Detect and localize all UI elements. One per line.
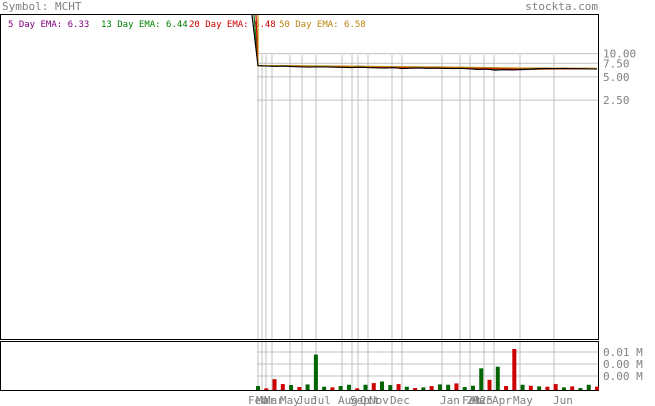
volume-tick-label: 0.00 M xyxy=(603,370,643,383)
x-tick-label: May xyxy=(513,394,533,406)
volume-bar xyxy=(570,386,575,390)
volume-panel-frame xyxy=(0,341,599,391)
x-tick-label: Apr xyxy=(492,394,512,406)
volume-bar xyxy=(396,384,401,390)
volume-bar xyxy=(371,383,376,390)
x-tick-label: Jan 2025 xyxy=(440,394,493,406)
volume-bar xyxy=(404,386,409,390)
legend: 5 Day EMA: 6.33 13 Day EMA: 6.44 20 Day … xyxy=(8,20,366,30)
site-name: stockta.com xyxy=(525,0,598,13)
volume-bar xyxy=(429,386,434,390)
volume-bar xyxy=(446,384,451,390)
x-tick-label: Feb xyxy=(248,394,268,406)
volume-bar xyxy=(586,384,591,390)
x-tick-label: Feb xyxy=(462,394,482,406)
price-tick-label: 7.50 xyxy=(603,57,630,70)
volume-bar xyxy=(305,384,310,390)
volume-tick-label: 0.00 M xyxy=(603,358,643,371)
x-tick-label: Mar xyxy=(472,394,492,406)
volume-bar xyxy=(322,386,327,390)
volume-bar xyxy=(388,385,393,390)
x-tick-label: Mar xyxy=(256,394,276,406)
volume-bar xyxy=(470,385,475,390)
x-tick-label: Jun xyxy=(553,394,573,406)
x-tick-label: Sep xyxy=(350,394,370,406)
volume-bar xyxy=(537,386,542,390)
legend-5day-ema: 5 Day EMA: 6.33 xyxy=(8,20,89,30)
volume-bar xyxy=(289,385,294,390)
volume-bar xyxy=(454,383,459,390)
volume-bar xyxy=(256,386,260,390)
volume-bar xyxy=(280,384,285,390)
price-panel-frame xyxy=(0,14,599,340)
volume-bar xyxy=(512,349,517,390)
price-tick-label: 10.00 xyxy=(603,48,636,61)
volume-bar xyxy=(297,387,302,390)
volume-bar xyxy=(462,387,467,390)
volume-bar xyxy=(272,379,277,390)
legend-50day-ema: 50 Day EMA: 6.58 xyxy=(279,20,366,30)
price-tick-label: 2.50 xyxy=(603,94,630,107)
volume-bar xyxy=(313,354,318,390)
volume-bar xyxy=(595,386,599,390)
volume-bar xyxy=(561,387,566,390)
volume-bar xyxy=(421,387,426,390)
volume-bar xyxy=(487,379,492,390)
x-tick-label: Aug xyxy=(338,394,358,406)
x-tick-label: Nov xyxy=(369,394,389,406)
symbol-label: Symbol: MCHT xyxy=(2,0,82,13)
price-line xyxy=(251,14,598,71)
volume-bar xyxy=(363,384,368,390)
volume-bar xyxy=(355,388,360,390)
grid xyxy=(257,53,598,390)
volume-bar xyxy=(578,388,583,390)
volume-bar xyxy=(504,386,509,390)
x-tick-label: Mar xyxy=(264,394,284,406)
volume-tick-label: 0.01 M xyxy=(603,346,643,359)
volume-bar xyxy=(495,366,500,390)
legend-13day-ema: 13 Day EMA: 6.44 xyxy=(101,20,188,30)
volume-bar xyxy=(264,388,269,390)
x-tick-label: May xyxy=(280,394,300,406)
volume-bar xyxy=(545,386,550,390)
volume-bar xyxy=(380,381,385,390)
legend-20day-ema: 20 Day EMA: 6.48 xyxy=(189,20,276,30)
volume-bar xyxy=(520,384,525,390)
price-tick-label: 5.00 xyxy=(603,71,630,84)
volume-bar xyxy=(553,384,558,390)
price-plot xyxy=(251,14,598,71)
volume-bar xyxy=(346,384,351,390)
volume-bar xyxy=(330,387,335,390)
volume-bar xyxy=(479,368,484,390)
x-tick-label: Jul xyxy=(311,394,331,406)
volume-bar xyxy=(413,388,418,390)
volume-plot xyxy=(256,349,599,390)
x-tick-label: Jun xyxy=(297,394,317,406)
x-tick-label: Dec xyxy=(390,394,410,406)
volume-bar xyxy=(437,384,442,390)
volume-bar xyxy=(338,386,343,390)
volume-bar xyxy=(528,385,533,390)
y-tick-labels: 10.007.505.002.500.01 M0.00 M0.00 M xyxy=(603,48,643,383)
x-tick-label: Oct xyxy=(360,394,380,406)
